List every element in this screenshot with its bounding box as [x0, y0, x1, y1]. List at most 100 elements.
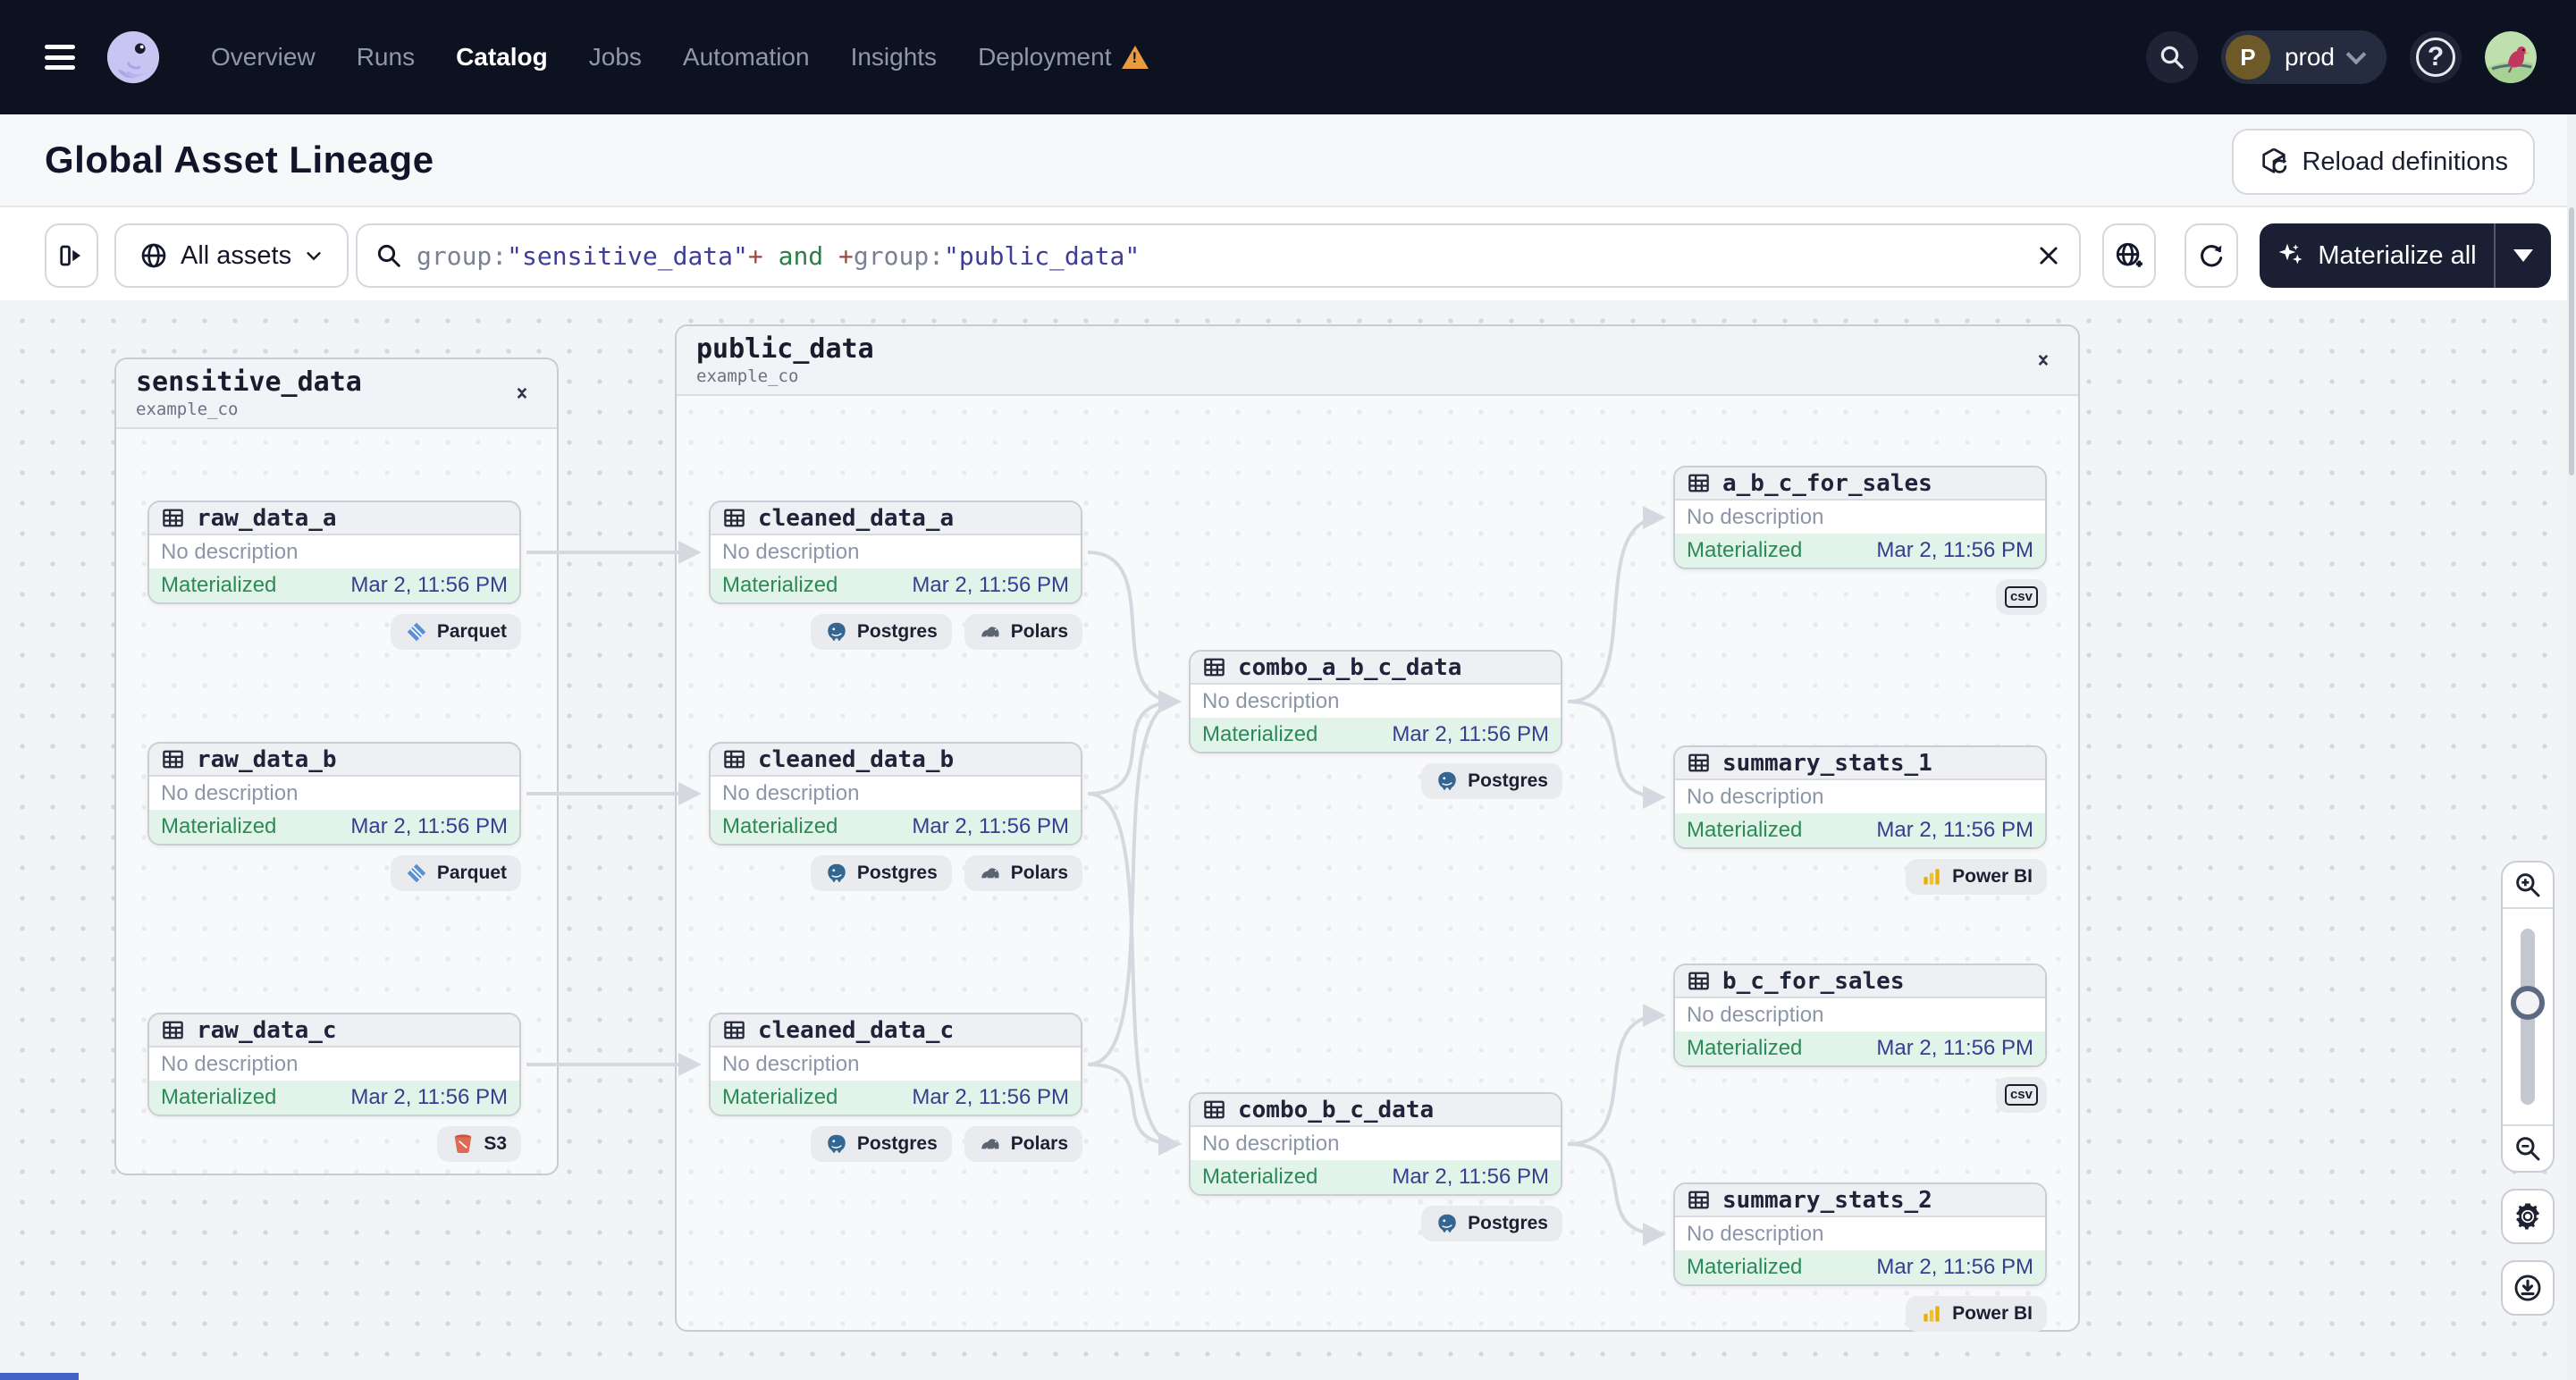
dagster-logo[interactable]: [105, 29, 161, 85]
postgres-icon: [828, 1134, 846, 1153]
asset-node-b_c_for_sales[interactable]: b_c_for_sales No description Materialize…: [1673, 963, 2047, 1067]
asset-description: No description: [722, 539, 860, 564]
environment-name: prod: [2284, 43, 2335, 71]
nav-item-catalog[interactable]: Catalog: [456, 43, 548, 71]
reload-cube-icon: [2262, 147, 2287, 173]
asset-description: No description: [722, 1051, 860, 1076]
asset-name: summary_stats_1: [1722, 749, 1932, 777]
kind-badge-postgres: Postgres: [810, 855, 952, 891]
sparkles-icon: [2279, 243, 2303, 265]
asset-timestamp: Mar 2, 11:56 PM: [350, 1085, 508, 1109]
top-nav: Overview Runs Catalog Jobs Automation Insight…: [0, 0, 2576, 114]
asset-node-raw_data_c[interactable]: raw_data_c No description Materialized M…: [147, 1013, 521, 1116]
zoom-in-button[interactable]: [2503, 862, 2553, 909]
zoom-out-button[interactable]: [2503, 1124, 2553, 1171]
page-scrollbar[interactable]: [2567, 114, 2576, 1380]
asset-node-a_b_c_for_sales[interactable]: a_b_c_for_sales No description Materiali…: [1673, 466, 2047, 569]
asset-kind-badges: csv: [1673, 579, 2047, 615]
nav-item-overview[interactable]: Overview: [211, 43, 316, 71]
environment-avatar: P: [2225, 35, 2270, 80]
asset-status: Materialized: [1202, 722, 1318, 746]
csv-icon: csv: [2004, 586, 2038, 608]
graph-settings-button[interactable]: [2501, 1189, 2555, 1244]
table-icon: [1688, 1191, 1709, 1209]
materialize-all-button[interactable]: Materialize all: [2260, 223, 2496, 288]
asset-kind-badges: Parquet: [147, 855, 521, 891]
user-avatar[interactable]: [2485, 31, 2537, 83]
kind-badge-polars: Polars: [964, 614, 1082, 650]
materialize-options-caret[interactable]: [2496, 223, 2551, 288]
asset-timestamp: Mar 2, 11:56 PM: [912, 1085, 1069, 1109]
asset-status: Materialized: [1687, 818, 1803, 842]
clear-search-icon[interactable]: [2036, 243, 2061, 268]
asset-description: No description: [1687, 784, 1824, 809]
parquet-icon: [407, 622, 426, 642]
search-icon[interactable]: [2145, 31, 2198, 83]
s3-icon: [455, 1134, 472, 1153]
asset-node-cleaned_data_b[interactable]: cleaned_data_b No description Materializ…: [709, 742, 1082, 846]
main-nav-links: Overview Runs Catalog Jobs Automation Insight…: [211, 43, 1149, 72]
kind-badge-csv: csv: [1995, 1077, 2047, 1113]
asset-node-raw_data_b[interactable]: raw_data_b No description Materialized M…: [147, 742, 521, 846]
asset-status: Materialized: [1687, 538, 1803, 562]
asset-timestamp: Mar 2, 11:56 PM: [912, 814, 1069, 838]
asset-description: No description: [1687, 504, 1824, 529]
nav-item-jobs[interactable]: Jobs: [588, 43, 642, 71]
scrollbar-thumb[interactable]: [2569, 207, 2574, 475]
asset-node-combo_b_c_data[interactable]: combo_b_c_data No description Materializ…: [1189, 1092, 1562, 1196]
asset-node-combo_a_b_c_data[interactable]: combo_a_b_c_data No description Material…: [1189, 650, 1562, 753]
expand-panel-button[interactable]: [45, 223, 98, 288]
asset-status: Materialized: [161, 573, 277, 597]
minimap-edge: [0, 1373, 79, 1380]
asset-description: No description: [161, 1051, 299, 1076]
asset-search-input[interactable]: group:"sensitive_data"+ and +group:"publ…: [356, 223, 2081, 288]
caret-down-icon: [2513, 249, 2533, 262]
lineage-canvas[interactable]: sensitive_data example_co ⌄⌃ public_data…: [0, 300, 2576, 1380]
asset-timestamp: Mar 2, 11:56 PM: [1392, 1165, 1549, 1189]
asset-status: Materialized: [1687, 1255, 1803, 1279]
create-catalog-view-button[interactable]: [2102, 223, 2156, 288]
refresh-button[interactable]: [2185, 223, 2238, 288]
group-title: sensitive_data: [136, 366, 362, 398]
kind-badge-powerbi: Power BI: [1906, 859, 2047, 895]
environment-switcher[interactable]: P prod: [2220, 30, 2387, 84]
zoom-slider-thumb[interactable]: [2511, 986, 2545, 1020]
asset-scope-dropdown[interactable]: All assets: [114, 223, 349, 288]
help-icon[interactable]: ?: [2410, 31, 2462, 83]
nav-item-automation[interactable]: Automation: [682, 43, 810, 71]
lineage-toolbar: All assets group:"sensitive_data"+ and +…: [0, 207, 2576, 300]
asset-scope-label: All assets: [181, 240, 292, 270]
asset-timestamp: Mar 2, 11:56 PM: [1876, 538, 2033, 562]
zoom-control-stack: [2501, 861, 2555, 1173]
zoom-slider[interactable]: [2503, 909, 2553, 1124]
asset-group-header[interactable]: public_data example_co ⌄⌃: [677, 326, 2078, 396]
materialize-all-split-button: Materialize all: [2260, 223, 2551, 288]
nav-item-runs[interactable]: Runs: [356, 43, 416, 71]
nav-item-insights[interactable]: Insights: [850, 43, 938, 71]
download-graph-button[interactable]: [2501, 1260, 2555, 1316]
asset-group-header[interactable]: sensitive_data example_co ⌄⌃: [116, 359, 557, 429]
powerbi-icon: [1924, 869, 1940, 885]
asset-node-raw_data_a[interactable]: raw_data_a No description Materialized M…: [147, 501, 521, 604]
reload-definitions-label: Reload definitions: [2302, 147, 2508, 176]
reload-definitions-button[interactable]: Reload definitions: [2232, 129, 2535, 195]
hamburger-icon[interactable]: [45, 45, 75, 70]
collapse-group-icon[interactable]: ⌄⌃: [2034, 342, 2052, 379]
asset-status: Materialized: [1687, 1036, 1803, 1060]
table-icon: [1688, 753, 1709, 772]
table-icon: [1688, 972, 1709, 990]
asset-name: cleaned_data_c: [758, 1016, 955, 1044]
collapse-group-icon[interactable]: ⌄⌃: [513, 375, 531, 412]
kind-badge-postgres: Postgres: [810, 1126, 952, 1162]
asset-node-summary_stats_2[interactable]: summary_stats_2 No description Materiali…: [1673, 1182, 2047, 1286]
asset-node-summary_stats_1[interactable]: summary_stats_1 No description Materiali…: [1673, 745, 2047, 849]
asset-node-cleaned_data_a[interactable]: cleaned_data_a No description Materializ…: [709, 501, 1082, 604]
asset-timestamp: Mar 2, 11:56 PM: [912, 573, 1069, 597]
kind-badge-postgres: Postgres: [810, 614, 952, 650]
table-icon: [1204, 1100, 1225, 1119]
asset-node-cleaned_data_c[interactable]: cleaned_data_c No description Materializ…: [709, 1013, 1082, 1116]
settings-gear-icon: [2516, 1203, 2539, 1230]
table-icon: [724, 750, 745, 769]
nav-item-deployment[interactable]: Deployment: [978, 43, 1149, 72]
